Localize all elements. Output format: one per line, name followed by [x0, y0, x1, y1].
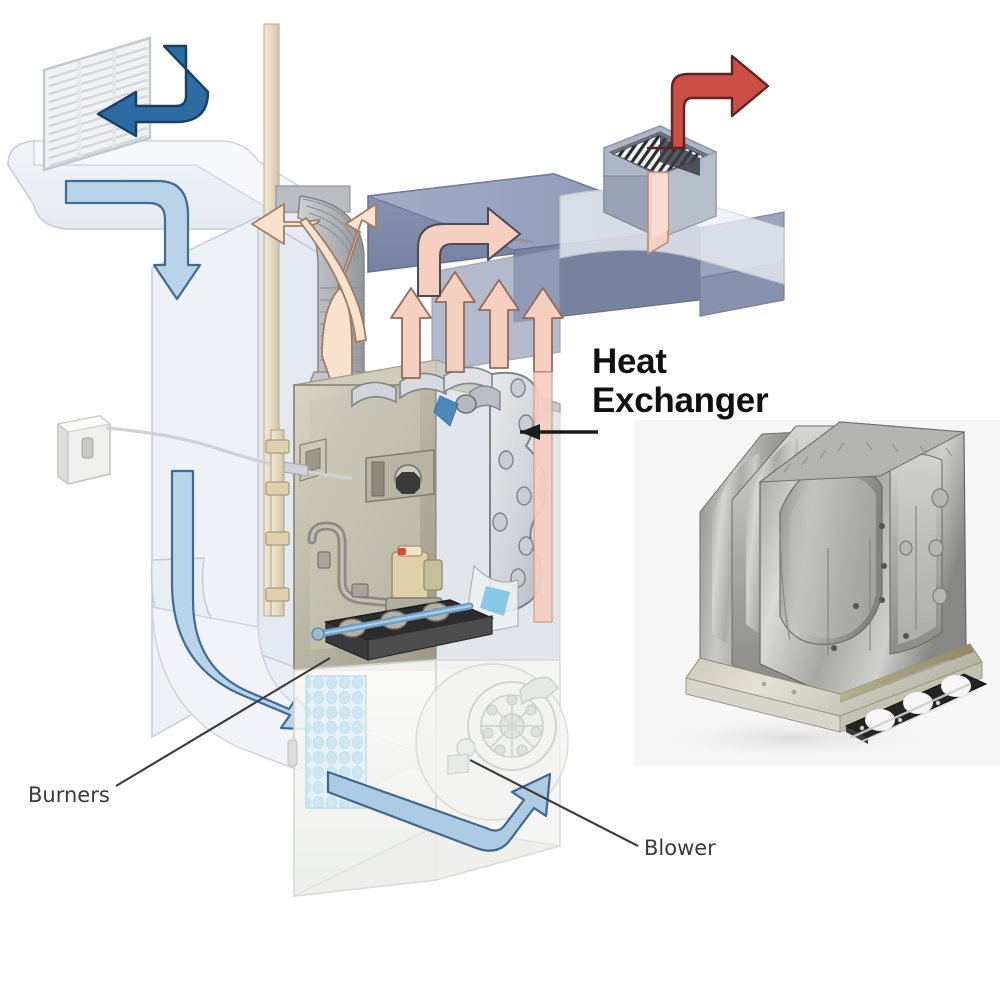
heated-air-column — [533, 371, 553, 623]
heat-exchanger-photo — [634, 420, 1000, 766]
return-air-grille — [42, 36, 152, 172]
return-air-in-arrow — [96, 44, 210, 138]
flue-gas-out-arrow — [251, 203, 377, 397]
inducer-module — [365, 449, 435, 503]
supply-air-out-arrow — [646, 54, 770, 256]
return-air-down-arrow — [64, 179, 202, 301]
leader-line-burners — [115, 657, 331, 787]
heated-air-up-arrows — [390, 271, 564, 379]
thermostat-wire — [105, 426, 353, 480]
blower-inlet-arrow — [326, 770, 552, 852]
label-heat-exchanger-line1: Heat — [592, 342, 667, 381]
burner-gasket-plate — [844, 673, 988, 745]
leader-arrowhead-heat-exchanger — [520, 424, 540, 440]
blower-wheel — [467, 676, 559, 771]
leader-line-blower — [469, 759, 639, 847]
burners — [311, 599, 495, 661]
label-blower: Blower — [644, 836, 716, 860]
gas-supply-pipe — [265, 429, 309, 617]
hx-cell-front — [758, 421, 967, 701]
label-heat-exchanger-line2: Exchanger — [592, 381, 769, 421]
gas-piping-highlight — [310, 524, 404, 606]
thermostat — [56, 415, 112, 486]
furnace-internal-components — [299, 438, 495, 661]
label-burners: Burners — [28, 783, 110, 807]
heated-air-to-plenum-arrow — [417, 207, 521, 297]
